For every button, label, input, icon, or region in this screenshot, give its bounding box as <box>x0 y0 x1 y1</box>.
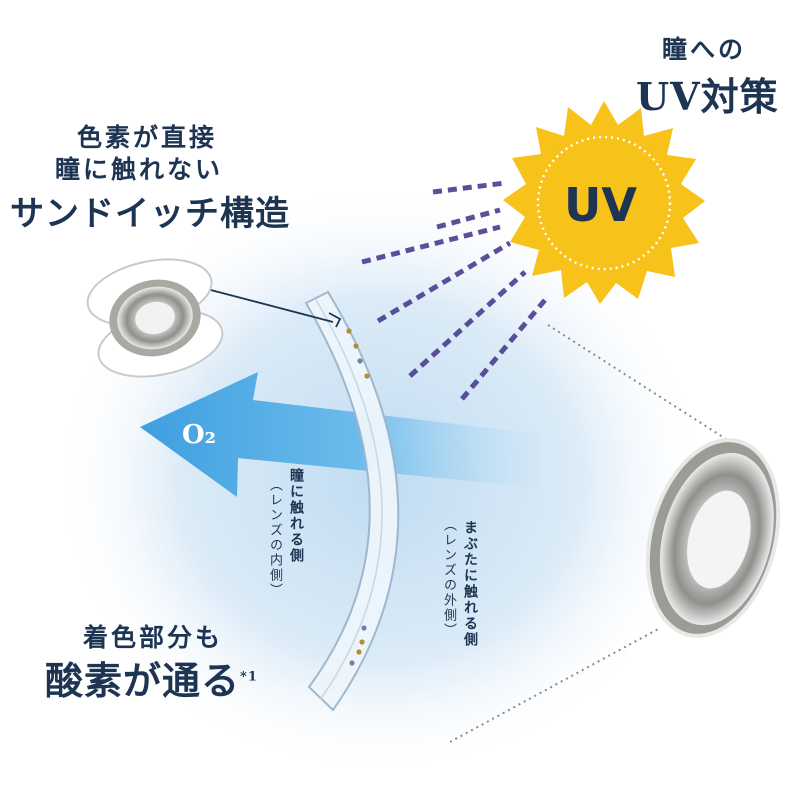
section-bracket <box>328 312 342 328</box>
uv-heading-line2: UV対策 <box>636 74 779 119</box>
sun-icon <box>503 101 705 304</box>
uv-heading-line1: 瞳への <box>662 35 747 64</box>
inner-side-label-line1: 瞳に触れる側 <box>288 468 304 564</box>
uv-rays <box>361 180 547 401</box>
sandwich-heading-line1: 色素が直接 <box>77 123 218 152</box>
oxygen-arrow-label: O₂ <box>182 420 217 450</box>
small-lens-illustration <box>86 258 224 378</box>
oxygen-arrow <box>140 372 540 497</box>
oxygen-heading-text: 酸素が通る <box>45 658 241 703</box>
oxygen-heading-line1: 着色部分も <box>83 623 224 652</box>
outer-side-label-line1: まぶたに触れる側 <box>462 520 478 648</box>
leader-line <box>202 287 334 323</box>
pigment-dots <box>346 328 370 666</box>
perspective-line-bottom <box>449 627 661 743</box>
oxygen-heading-footnote: *1 <box>240 669 258 685</box>
sandwich-heading-line2: 瞳に触れない <box>55 155 224 184</box>
oxygen-heading-line2: 酸素が通る*1 <box>45 650 258 705</box>
sun-uv-label: UV <box>564 178 637 232</box>
outer-side-label-line2: （レンズの外側） <box>441 518 456 638</box>
large-contact-lens <box>645 438 781 638</box>
inner-side-label-line2: （レンズの内側） <box>267 478 282 598</box>
lens-cross-section <box>202 287 400 712</box>
perspective-line-top <box>547 324 741 449</box>
sandwich-heading-line3: サンドイッチ構造 <box>10 194 290 234</box>
